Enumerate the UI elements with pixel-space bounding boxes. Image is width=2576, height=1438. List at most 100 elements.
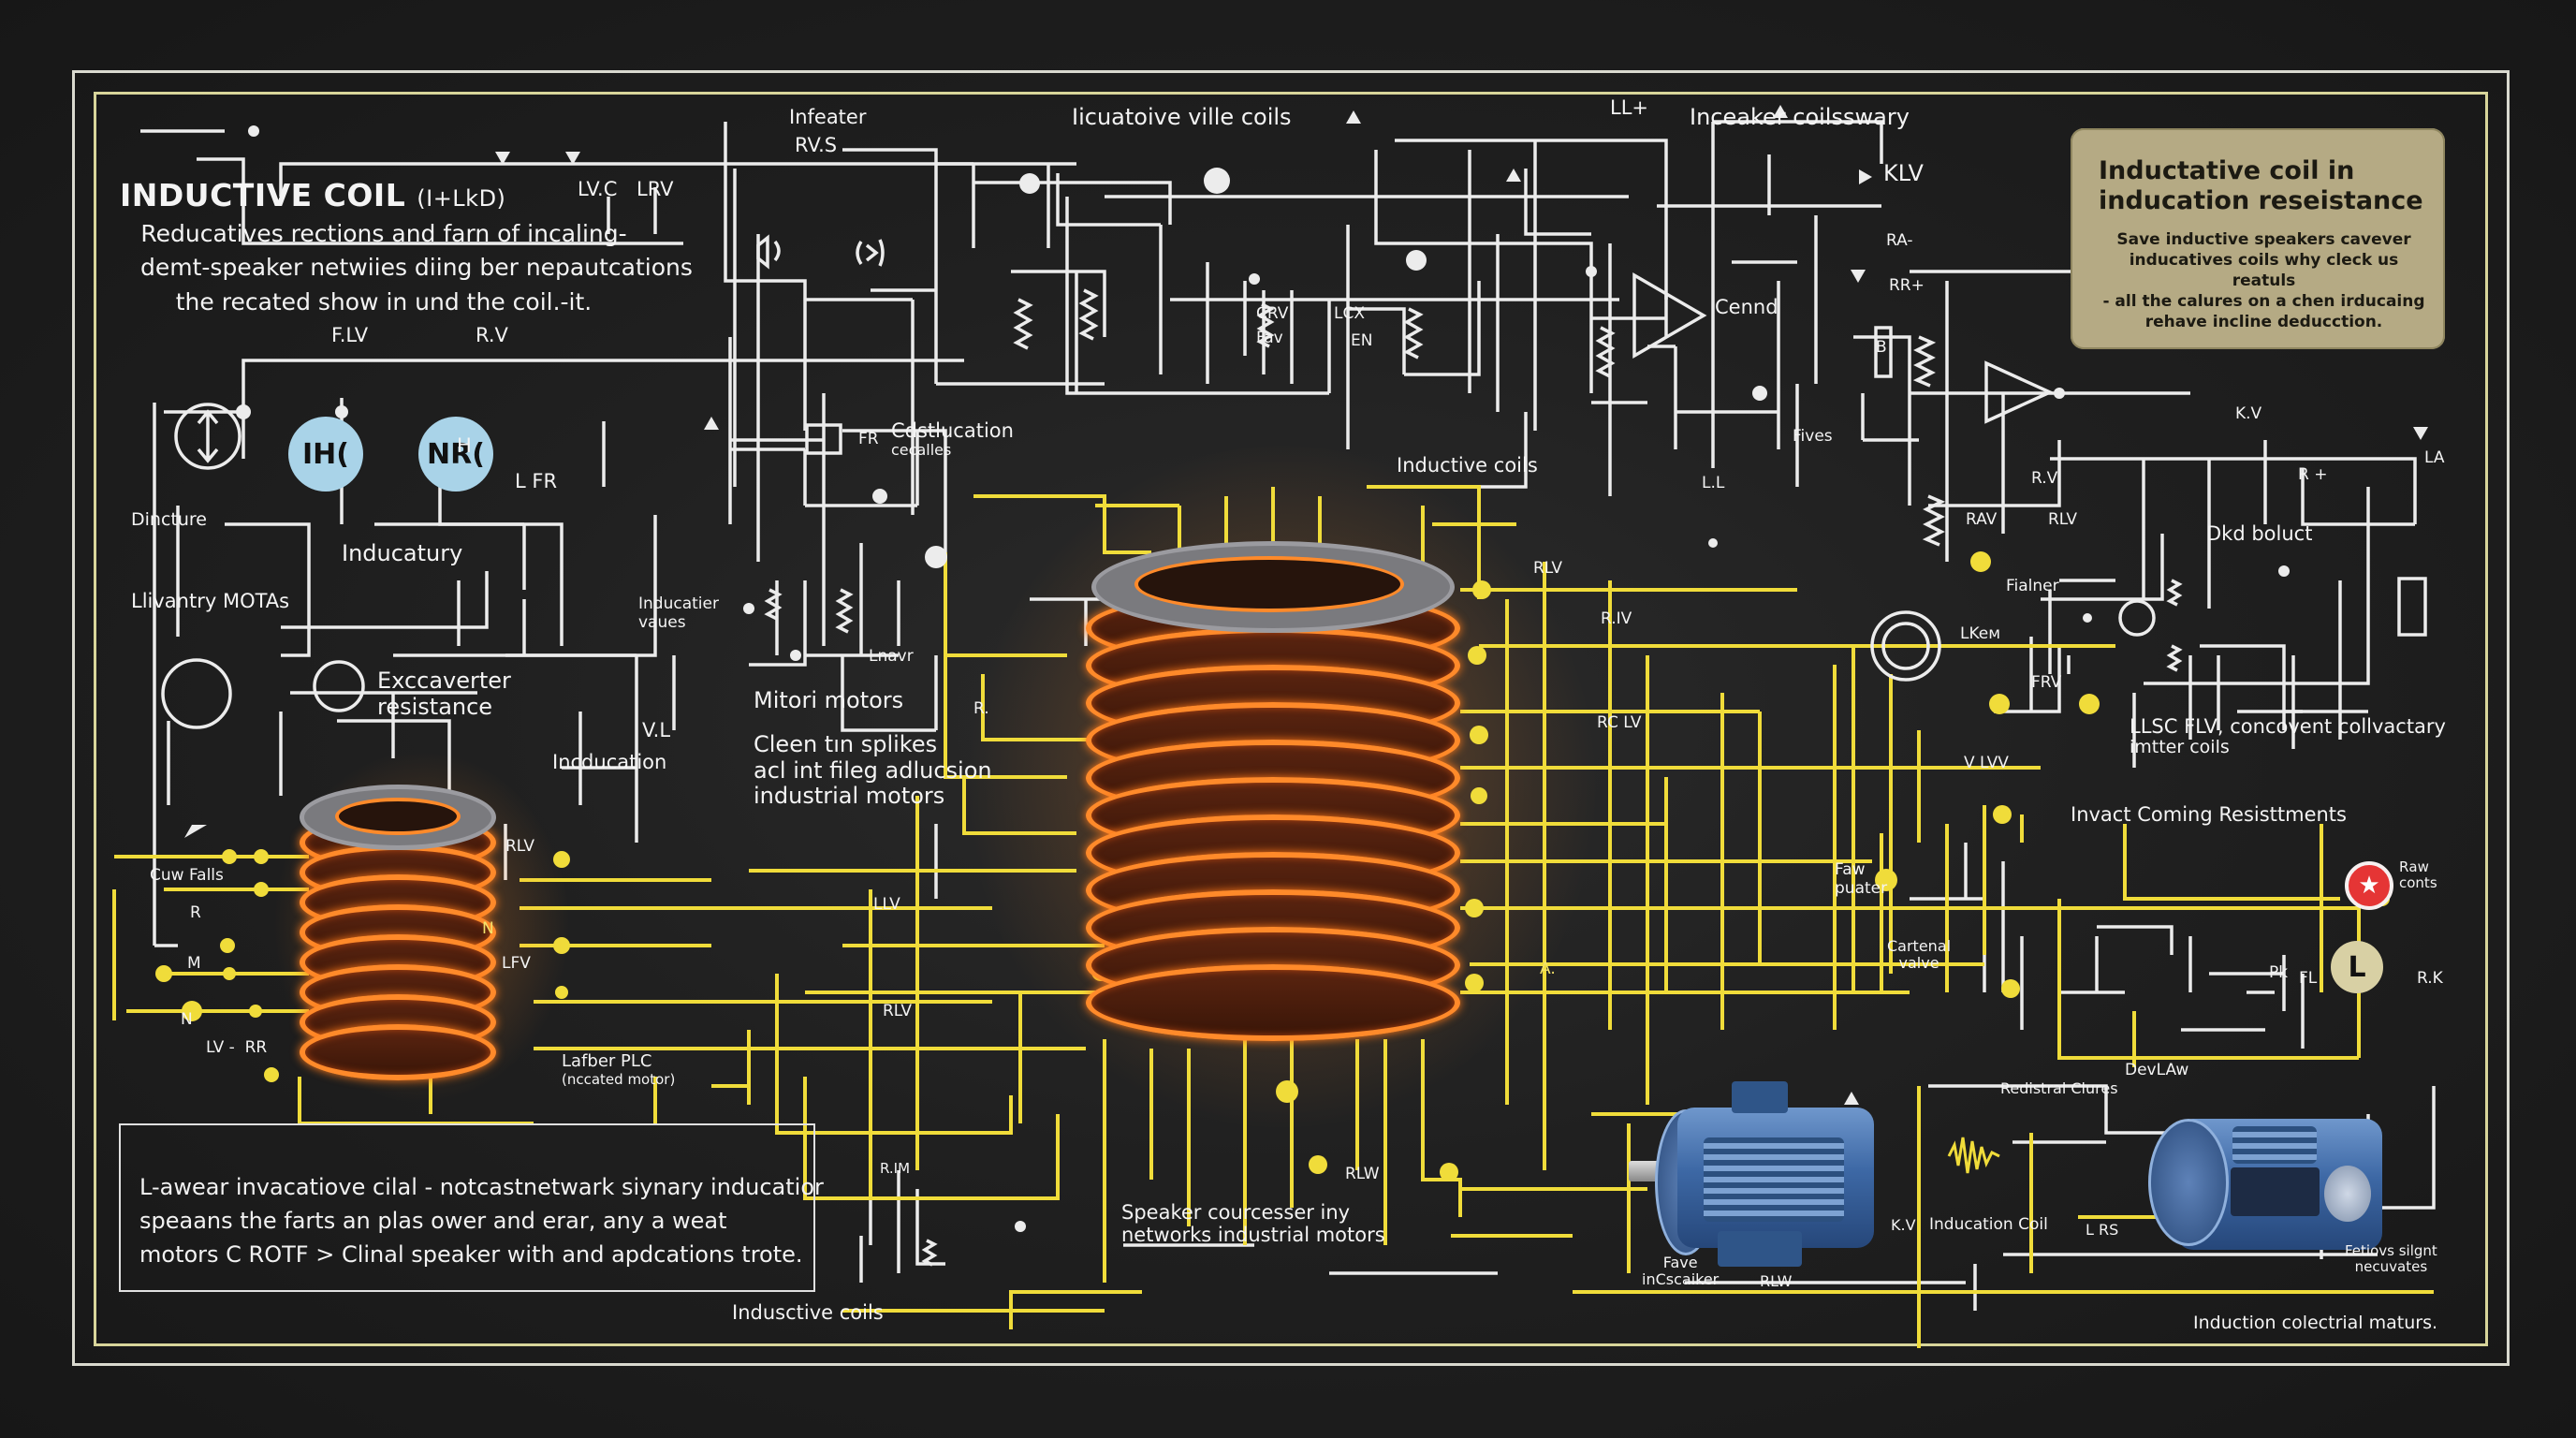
label-r: R [190,903,201,922]
label-line: (nccated motor) [562,1070,676,1088]
small-inductive-coil [300,777,496,1086]
label-lafber: Lafber PLC (nccated motor) [562,1051,676,1088]
info-body-line: inducatives coils why cleck us reatuls [2129,251,2399,291]
info-box-heading: Inductative coil in inducation reseistan… [2099,156,2423,217]
label-line: conts [2399,874,2437,892]
label-line: Inducatier [638,594,719,613]
label-n: N [181,1010,193,1029]
label-inductive-coils-bottom: Indusctive coils [732,1301,884,1324]
info-box: Inductative coil in inducation reseistan… [2071,128,2445,349]
label-kv: K.V [2235,404,2262,423]
label-r-small2: R. [973,699,989,718]
inductor-bubble-nr: NR( [418,417,493,492]
component-symbols [161,234,2427,729]
label-line: acl int fileg adlucsion [754,756,992,784]
note-line: speaans the farts an plas ower and erar,… [139,1208,727,1234]
label-redistral: Redistral Clures [2000,1079,2118,1097]
label-v-lvv: V LVV [1964,754,2009,772]
label-induction-colectrial: Induction colectrial maturs. [2193,1313,2438,1333]
speaker-icon [756,234,781,270]
label-llsc: LLSC FLV, concovent collvactary imtter c… [2130,715,2446,758]
label-line: Faw [1835,860,1866,879]
note-line: motors C ROTF > Clinal speaker with and … [139,1241,803,1268]
label-ilcuatoive: Iicuatoive ville coils [1072,104,1292,130]
label-lrv-top: LRV [637,178,674,200]
label-cennd: Cennd [1715,296,1778,318]
label-excaverter: Exccaverter resistance [377,668,511,720]
label-crv: CRV [1256,304,1289,323]
info-box-body: Save inductive speakers cavever inducati… [2102,229,2425,332]
white-nodes [236,125,2290,1232]
label-rlw-motor: RLW [1760,1272,1793,1290]
label-line: imtter coils [2130,737,2230,758]
label-rlv-right: RLV [2048,510,2078,529]
label-faw-puater: Faw puater [1835,860,1887,898]
label-raw-conts: Rаw conts [2399,858,2437,892]
arrow-heads [184,105,2428,1105]
label-klv: KLV [1883,160,1924,186]
label-flv: F.LV [331,324,369,346]
info-body-line: rehave incline deducction. [2144,313,2383,332]
electric-motor-right [2148,1109,2387,1259]
label-incducation: Incducation [552,751,667,773]
label-fives: Fives [1793,427,1833,446]
label-speaker: Speaker courcesser iny networks industri… [1121,1201,1385,1246]
label-rav: RAV [1966,510,1998,529]
title-text: INDUCTIVE COIL [120,177,406,213]
info-body-line: - all the calures on a chen irducaing [2102,292,2425,312]
label-line: cecalles [891,441,952,460]
label-rc-lv: RC LV [1597,713,1642,732]
label-en: EN [1351,331,1373,350]
label-la: LA [2424,448,2445,467]
label-rlv-left: RLV [505,837,535,856]
label-infeater: Infeater [789,106,867,128]
label-vl: V.L [642,719,671,741]
label-induction-coil: Inducation Coil [1929,1215,2048,1234]
electric-motor-left [1629,1081,1891,1269]
white-wires [140,120,2436,1311]
label-line: Fave [1662,1254,1698,1271]
label-dincture: Dincture [131,509,207,530]
label-line: industrial motors [754,783,945,810]
label-line: valve [1898,954,1939,973]
label-r-plus: R + [2298,465,2328,484]
info-body-line: Save inductive speakers cavever [2116,230,2411,249]
label-line: Cartenal [1887,937,1952,955]
label-r-im: R.IM [880,1160,911,1177]
label-pk: Pk [2269,963,2289,982]
sensor-icon [313,660,365,712]
label-cartenal-valve: Cartenal valve [1887,937,1952,973]
label-rvs: RV.S [795,134,838,156]
label-rv-left: R.V [476,324,508,346]
info-heading-line: inducation reseistance [2099,186,2423,216]
label-line: Speaker courcesser iny [1121,1201,1351,1224]
label-line: Cleen tın splikes [754,731,938,757]
label-ra: RA- [1886,231,1913,250]
label-l-rs: L RS [2086,1221,2119,1239]
label-ll-top: LL+ [1610,96,1648,119]
label-lkem: LKeм [1960,624,2001,643]
inductor-bubble-ih: IH( [288,417,363,492]
current-source-icon [174,403,242,470]
label-b-box: B [1876,338,1887,357]
label-inductive-coils-mid: Inductive coils [1397,454,1538,477]
main-inductive-coil [1086,524,1460,1049]
motor-symbol-icon [2118,599,2156,637]
label-line: resistance [377,693,493,720]
label-lvc: LV.C [578,178,618,200]
label-lnavr: Lnavr [869,647,914,666]
label-line: networks industrial motors [1121,1224,1385,1247]
label-fav: Fav [1256,329,1283,347]
label-lcx: LCX [1334,304,1365,323]
star-badge-icon: ★ [2345,861,2393,910]
label-fr-box: FR [858,430,879,448]
label-ll-mid: L.L [1702,474,1725,492]
outer-frame [72,70,2510,1366]
label-livantry: Llivantry MOTAs [131,590,290,612]
label-line: necuvates [2354,1258,2428,1276]
label-a: A. [1540,960,1556,978]
label-kv-small: K.V [1891,1216,1916,1234]
label-r-iv: R.IV [1601,609,1632,628]
label-rlw: RLW [1345,1165,1380,1183]
